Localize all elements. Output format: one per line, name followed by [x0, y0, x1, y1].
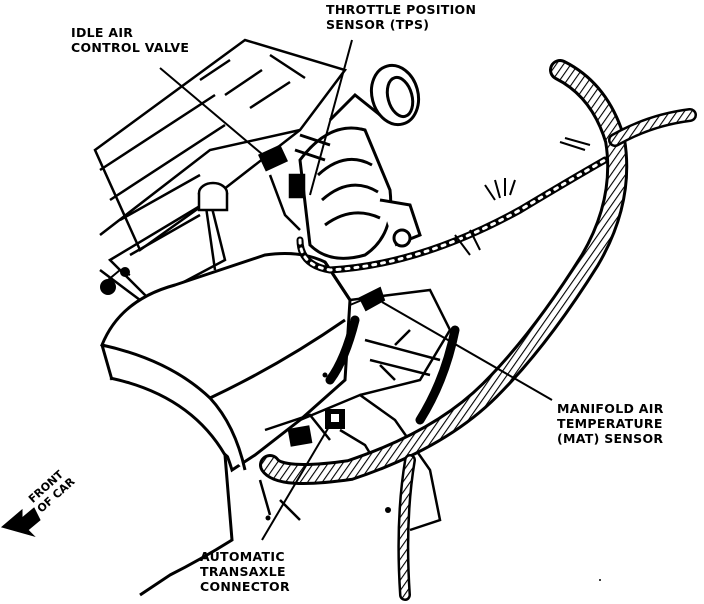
tps-label-line-1: THROTTLE POSITION: [326, 2, 477, 17]
automatic-transaxle-connector-label: AUTOMATIC TRANSAXLE CONNECTOR: [200, 549, 290, 594]
oil-filler-cap: [197, 181, 229, 212]
transaxle-label-line-1: AUTOMATIC: [200, 549, 285, 564]
iac-valve: [257, 144, 306, 231]
mat-label-line-3: (MAT) SENSOR: [557, 431, 664, 446]
leader-lines: [159, 39, 553, 541]
front-arrow-icon: [0, 507, 41, 537]
vacuum-fitting: [100, 267, 131, 295]
idle-air-control-valve-label: IDLE AIR CONTROL VALVE: [71, 25, 189, 55]
leader-mat: [381, 301, 553, 401]
air-cleaner-housing: [100, 252, 352, 597]
throttle-position-sensor-label: THROTTLE POSITION SENSOR (TPS): [326, 2, 476, 32]
transaxle-connector: [287, 409, 345, 447]
leader-tps: [309, 39, 353, 196]
harness-branch-wires: [454, 137, 591, 256]
transaxle-label-line-3: CONNECTOR: [200, 579, 290, 594]
transaxle-label-line-2: TRANSAXLE: [200, 564, 286, 579]
loom-left-lower: [325, 315, 460, 425]
mat-sensor: [349, 286, 386, 312]
manifold-air-temperature-sensor-label: MANIFOLD AIR TEMPERATURE (MAT) SENSOR: [557, 401, 664, 446]
throttle-body: [294, 63, 422, 260]
leader-transaxle: [261, 424, 331, 541]
leader-iac: [159, 67, 276, 166]
mat-label-line-1: MANIFOLD AIR: [557, 401, 664, 416]
valve-cover: [93, 38, 348, 302]
tps-label-line-2: SENSOR (TPS): [326, 17, 430, 32]
mat-label-line-2: TEMPERATURE: [557, 416, 663, 431]
idle-air-label-line-1: IDLE AIR: [71, 25, 134, 40]
artwork-specks: [265, 372, 601, 581]
idle-air-label-line-2: CONTROL VALVE: [71, 40, 190, 55]
